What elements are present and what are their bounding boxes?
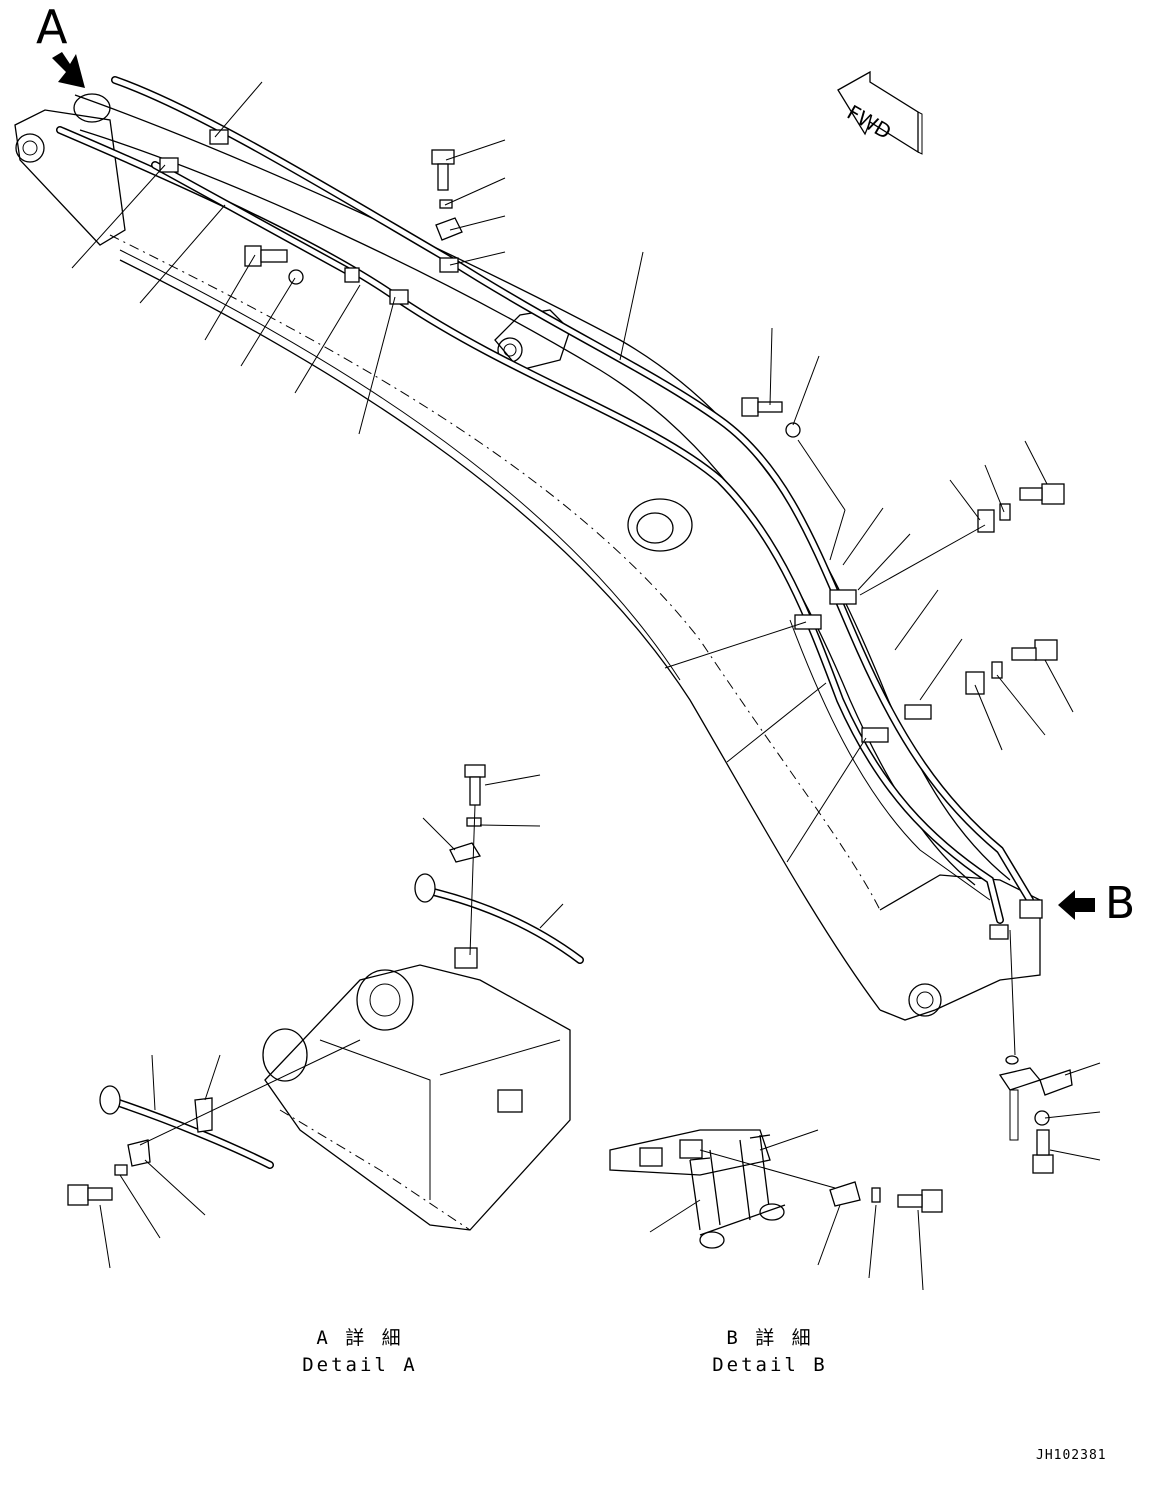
view-b-arrow [1058,890,1095,920]
view-b-label: B [1105,878,1136,929]
boom-clamps [159,129,1043,940]
detail-b-caption-en: Detail B [712,1354,828,1376]
leader-lines-main [71,81,1101,1161]
detail-a-caption-en: Detail A [302,1354,418,1376]
detail-a-caption-jp: A 詳 細 [316,1327,404,1349]
detail-b-caption: B 詳 細 Detail B [700,1325,840,1379]
hardware-parts [244,149,1073,1174]
boom-pipes [56,76,1034,924]
view-a-arrow [52,52,85,88]
fwd-arrow [837,70,923,155]
detail-a-caption: A 詳 細 Detail A [290,1325,430,1379]
detail-a-drawing [67,764,584,1269]
detail-b-caption-jp: B 詳 細 [726,1327,814,1349]
drawing-code: JH102381 [1036,1448,1107,1463]
detail-b-drawing [609,1129,943,1291]
view-a-label: A [36,0,68,54]
boom-body [14,93,1041,1021]
